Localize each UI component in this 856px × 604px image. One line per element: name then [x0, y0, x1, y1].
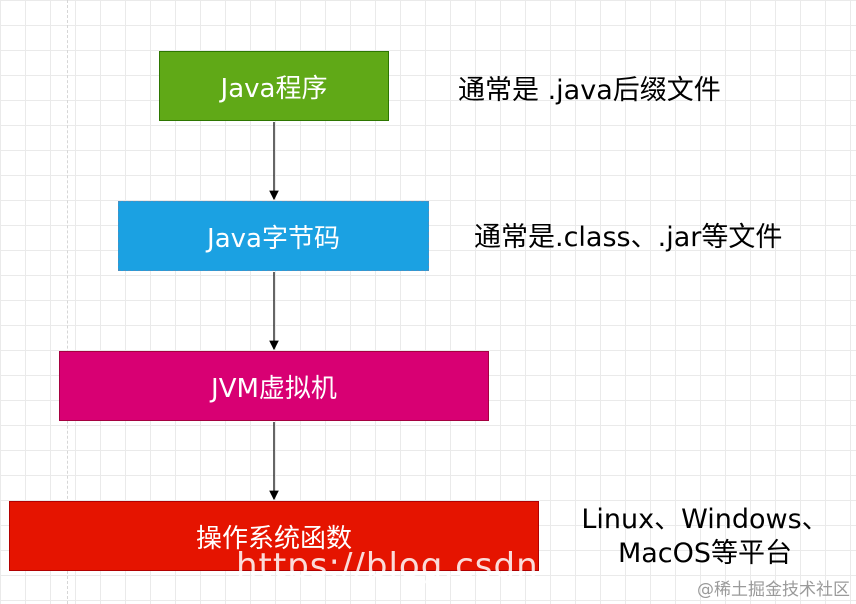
- jvm-box: JVM虚拟机: [59, 351, 489, 421]
- guide-line: [67, 0, 68, 604]
- java-bytecode-box: Java字节码: [118, 201, 429, 271]
- platforms-annotation: Linux、Windows、 MacOS等平台: [560, 503, 850, 571]
- class-file-annotation: 通常是.class、.jar等文件: [474, 222, 783, 253]
- source-credit: @稀土掘金技术社区: [697, 580, 850, 600]
- platforms-line-1: Linux、Windows、: [581, 504, 829, 535]
- os-functions-box: 操作系统函数: [9, 501, 539, 571]
- java-file-annotation: 通常是 .java后缀文件: [458, 75, 721, 106]
- java-program-box: Java程序: [159, 51, 389, 121]
- platforms-line-2: MacOS等平台: [617, 538, 793, 569]
- watermark-url: https://blog.csdn: [236, 546, 539, 586]
